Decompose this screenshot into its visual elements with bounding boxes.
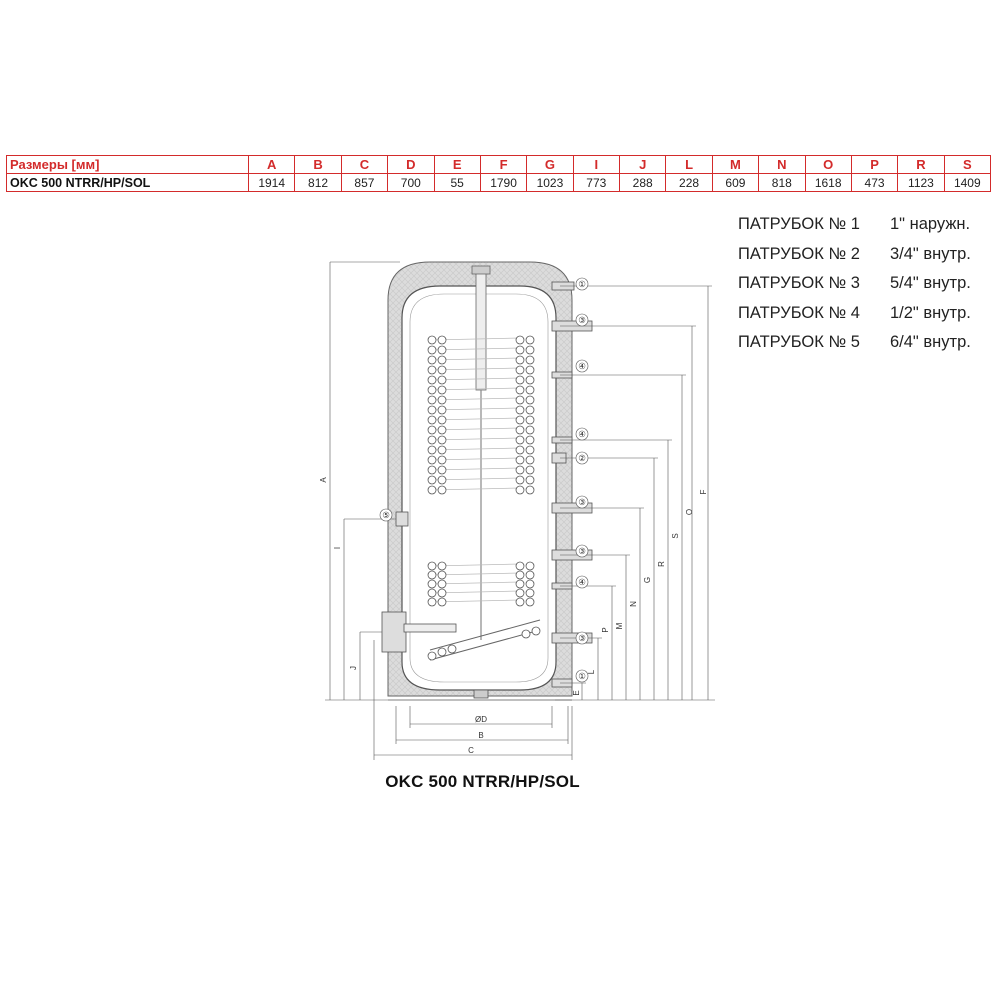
connection-5-stub: [395, 511, 409, 527]
cell-e: 55: [433, 173, 481, 192]
connection-mark-circle: [575, 669, 589, 683]
lower-heat-exchanger-coil: [427, 561, 541, 661]
connection-mark: ⑤: [382, 510, 390, 520]
cell-s: 1409: [943, 173, 992, 192]
legend-value: 1" наружн.: [890, 215, 971, 233]
connection-legend: ПАТРУБОК № 1 1" наружн. ПАТРУБОК № 2 3/4" в…: [738, 210, 971, 358]
flange-left: [381, 611, 407, 653]
dimension-label-m: M: [615, 622, 624, 629]
dimension-label-g: G: [643, 577, 652, 583]
dimension-label-e: E: [572, 690, 581, 695]
connection-mark: ①: [578, 279, 586, 289]
cell-g: 1023: [526, 173, 574, 192]
dimension-label-d: ØD: [475, 715, 487, 724]
cell-o: 1618: [804, 173, 852, 192]
cell-d: 700: [387, 173, 435, 192]
table-row-label: OKC 500 NTRR/HP/SOL: [6, 173, 249, 192]
column-header-l: L: [665, 155, 713, 174]
legend-label: ПАТРУБОК № 5: [738, 333, 860, 351]
connection-mark-circle: [379, 508, 393, 522]
legend-item: ПАТРУБОК № 5 6/4" внутр.: [738, 328, 971, 358]
cell-i: 773: [572, 173, 621, 192]
connection-mark-circle: [575, 544, 589, 558]
connection-mark-circle: [575, 313, 589, 327]
table-header-label: Размеры [мм]: [6, 155, 249, 174]
connection-mark-circle: [575, 277, 589, 291]
dimension-label-b: B: [478, 731, 483, 740]
column-header-m: M: [711, 155, 760, 174]
cell-j: 288: [618, 173, 667, 192]
dimension-label-n: N: [629, 601, 638, 607]
dimension-label-r: R: [657, 561, 666, 567]
dimension-label-p: P: [601, 627, 610, 632]
connection-mark: ③: [578, 315, 586, 325]
connection-mark-circle: [575, 631, 589, 645]
connection-mark: ②: [578, 453, 586, 463]
column-header-c: C: [340, 155, 389, 174]
legend-label: ПАТРУБОК № 3: [738, 274, 860, 292]
upper-heat-exchanger-coil: [427, 335, 535, 495]
legend-value: 6/4" внутр.: [890, 333, 971, 351]
connection-mark-circle: [575, 575, 589, 589]
connection-mark: ④: [578, 577, 586, 587]
dimension-label-a: A: [319, 477, 328, 483]
connection-mark-circle: [575, 427, 589, 441]
legend-value: 1/2" внутр.: [890, 303, 971, 322]
legend-label: ПАТРУБОК № 4: [738, 303, 860, 322]
connection-mark: ①: [578, 671, 586, 681]
connection-mark: ③: [578, 633, 586, 643]
connection-mark: ④: [578, 429, 586, 439]
dimension-label-j: J: [349, 666, 358, 670]
column-header-s: S: [943, 155, 992, 174]
connection-mark-circle: [575, 451, 589, 465]
drawing-caption: OKC 500 NTRR/HP/SOL: [385, 772, 580, 791]
legend-label: ПАТРУБОК № 2: [738, 244, 860, 263]
cell-n: 818: [758, 173, 806, 192]
connection-mark: ③: [578, 497, 586, 507]
anode-rod: [475, 269, 487, 391]
column-header-j: J: [618, 155, 667, 174]
dimension-label-i: I: [333, 547, 342, 549]
legend-label: ПАТРУБОК № 1: [738, 215, 860, 233]
legend-item: ПАТРУБОК № 4 1/2" внутр.: [738, 299, 971, 329]
column-header-o: O: [804, 155, 852, 174]
column-header-e: E: [433, 155, 481, 174]
legend-value: 3/4" внутр.: [890, 244, 971, 263]
dimension-label-o: O: [685, 509, 694, 515]
cell-l: 228: [665, 173, 713, 192]
cell-b: 812: [294, 173, 342, 192]
legend-value: 5/4" внутр.: [890, 274, 971, 292]
dimension-label-c: C: [468, 746, 474, 755]
legend-item: ПАТРУБОК № 2 3/4" внутр.: [738, 240, 971, 270]
connection-mark: ③: [578, 546, 586, 556]
legend-item: ПАТРУБОК № 3 5/4" внутр.: [738, 269, 971, 299]
cell-a: 1914: [247, 173, 296, 192]
column-header-p: P: [850, 155, 899, 174]
cell-m: 609: [711, 173, 760, 192]
cell-p: 473: [850, 173, 899, 192]
dimension-label-f: F: [699, 489, 708, 494]
dimension-label-s: S: [671, 533, 680, 538]
column-header-d: D: [387, 155, 435, 174]
legend-item: ПАТРУБОК № 1 1" наружн.: [738, 210, 971, 240]
connection-mark-circle: [575, 359, 589, 373]
dimension-label-l: L: [587, 669, 596, 674]
connection-mark: ④: [578, 361, 586, 371]
connection-mark-circle: [575, 495, 589, 509]
